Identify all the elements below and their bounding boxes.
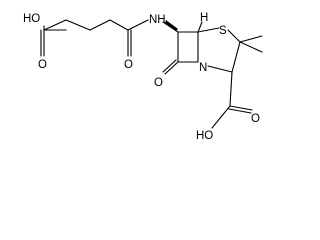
label-ring-n: N bbox=[199, 62, 207, 74]
label-amide-o: O bbox=[124, 59, 133, 71]
label-ring-s: S bbox=[219, 25, 227, 37]
label-acid-oh-left: HO bbox=[23, 13, 40, 25]
label-acid-oh-right: HO bbox=[196, 130, 213, 142]
label-acid-o-right: O bbox=[251, 113, 260, 125]
label-lactam-o: O bbox=[154, 77, 163, 89]
label-acid-o-left: O bbox=[38, 59, 47, 71]
label-amide-nh: NH bbox=[149, 14, 166, 26]
chemical-structure: HO O NH O H S N O HO O bbox=[23, 12, 263, 142]
label-ring-h: H bbox=[200, 12, 208, 24]
glutaryl-chain bbox=[40, 19, 149, 57]
penam-core bbox=[162, 20, 263, 129]
